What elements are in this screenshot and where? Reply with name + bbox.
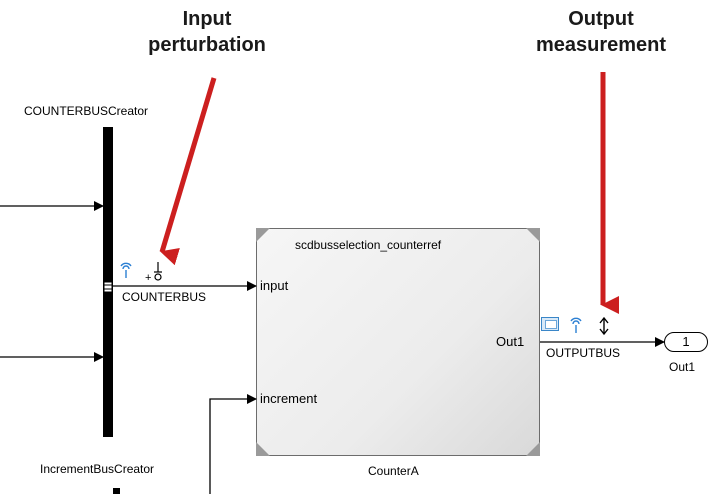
output-measurement-callout: Output measurement [535,8,667,56]
out1-outport-block[interactable]: 1 [664,332,708,352]
input-perturbation-callout: Input perturbation [148,8,266,56]
corner-marker-icon [256,442,270,456]
out1-outport-label: Out1 [669,360,696,374]
subsystem-title: scdbusselection_counterref [295,238,442,252]
perturbation-point-icon: + [145,262,162,284]
outputbus-signal-label[interactable]: OUTPUTBUS [546,346,621,360]
measurement-point-icon [599,316,609,336]
increment-bus-creator-bar [113,488,120,494]
increment-wire [209,394,257,494]
counterbus-signal-label[interactable]: COUNTERBUS [122,290,207,304]
input-port-label: input [260,278,289,293]
input-callout-arrow [159,77,217,266]
signal-logging-icon [120,262,132,278]
signal-viewer-icon[interactable] [541,317,559,331]
signal-logging-icon [570,317,582,333]
out1-port-label: Out1 [496,334,525,349]
corner-marker-icon [526,228,540,242]
bus-output-port-icon [103,281,113,293]
counter-a-subsystem[interactable] [256,228,540,456]
corner-marker-icon [256,228,270,242]
increment-port-label: increment [260,391,318,406]
corner-marker-icon [526,442,540,456]
increment-bus-creator-label: IncrementBusCreator [40,462,155,476]
counter-bus-creator-label: COUNTERBUSCreator [24,104,149,118]
subsystem-name-label: CounterA [368,464,419,478]
svg-text:+: + [145,272,151,284]
